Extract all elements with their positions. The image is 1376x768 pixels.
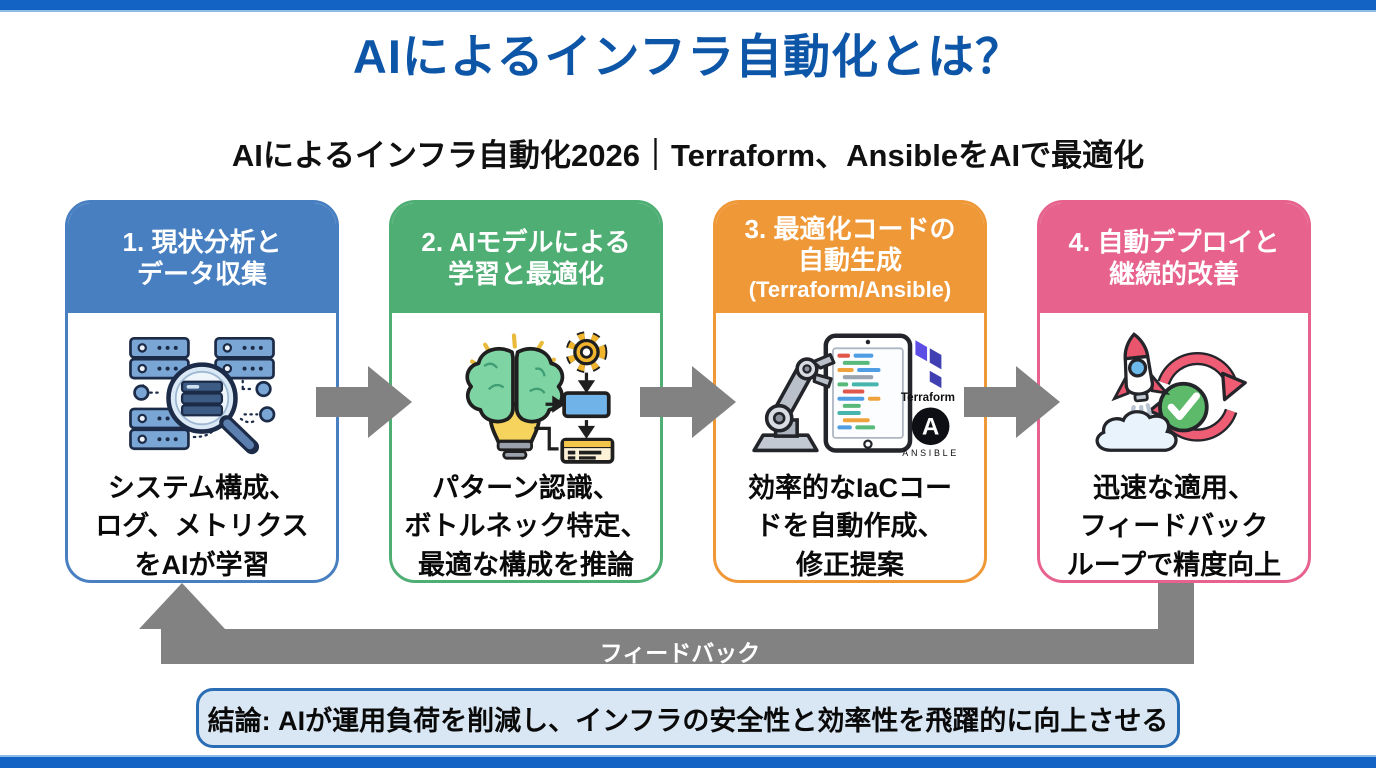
step-4-icon-area: [1040, 313, 1308, 469]
step-2-icon-area: [392, 313, 660, 469]
arrow-step2-to-step3-icon: [640, 366, 736, 438]
step-1-title: 1. 現状分析と データ収集: [122, 226, 282, 290]
step-1-description: システム構成、 ログ、メトリクス をAIが学習: [95, 473, 309, 580]
step-3-header: 3. 最適化コードの 自動生成 (Terraform/Ansible): [716, 203, 984, 313]
server-search-icon: [129, 336, 276, 455]
step-1-header: 1. 現状分析と データ収集: [68, 203, 336, 313]
step-3-title-note: (Terraform/Ansible): [748, 276, 952, 302]
page-title: AIによるインフラ自動化とは？: [352, 30, 1024, 83]
top-accent-bar: [0, 0, 1376, 12]
step-card-3: 3. 最適化コードの 自動生成 (Terraform/Ansible): [713, 200, 987, 583]
step-1-icon-area: [68, 313, 336, 469]
ansible-initial: A: [922, 413, 939, 440]
terraform-logo: Terraform: [901, 340, 955, 404]
step-card-2: 2. AIモデルによる 学習と最適化: [389, 200, 663, 583]
ansible-logo: A ANSIBLE: [902, 407, 959, 457]
robot-code-icon: Terraform A ANSIBLE: [752, 333, 959, 457]
step-2-title: 2. AIモデルによる 学習と最適化: [421, 226, 631, 290]
conclusion-box: 結論: AIが運用負荷を削減し、インフラの安全性と効率性を飛躍的に向上させる: [196, 688, 1180, 748]
step-4-description: 迅速な適用、 フィードバック ループで精度向上: [1066, 473, 1282, 580]
step-2-description: パターン認識、 ボトルネック特定、 最適な構成を推論: [404, 473, 648, 580]
conclusion-text: 結論: AIが運用負荷を削減し、インフラの安全性と効率性を飛躍的に向上させる: [207, 705, 1169, 736]
page-subtitle: AIによるインフラ自動化2026｜Terraform、AnsibleをAIで最適…: [231, 138, 1145, 173]
arrow-step1-to-step2-icon: [316, 366, 412, 438]
step-3-icon-area: Terraform A ANSIBLE: [716, 313, 984, 469]
rocket-loop-icon: [1095, 332, 1247, 452]
ansible-label: ANSIBLE: [902, 448, 959, 457]
terraform-label: Terraform: [901, 391, 955, 404]
step-4-header: 4. 自動デプロイと 継続的改善: [1040, 203, 1308, 313]
step-3-title: 3. 最適化コードの 自動生成: [744, 214, 956, 276]
step-2-header: 2. AIモデルによる 学習と最適化: [392, 203, 660, 313]
feedback-loop-arrow-icon: [139, 583, 1194, 664]
arrow-step3-to-step4-icon: [964, 366, 1060, 438]
step-4-title: 4. 自動デプロイと 継続的改善: [1068, 226, 1280, 290]
step-3-description: 効率的なIaCコー ドを自動作成、 修正提案: [747, 473, 953, 580]
step-card-4: 4. 自動デプロイと 継続的改善: [1037, 200, 1311, 583]
feedback-label: フィードバック: [599, 640, 761, 666]
brain-gear-icon: [465, 331, 615, 464]
bottom-accent-bar: [0, 755, 1376, 768]
step-card-1: 1. 現状分析と データ収集: [65, 200, 339, 583]
